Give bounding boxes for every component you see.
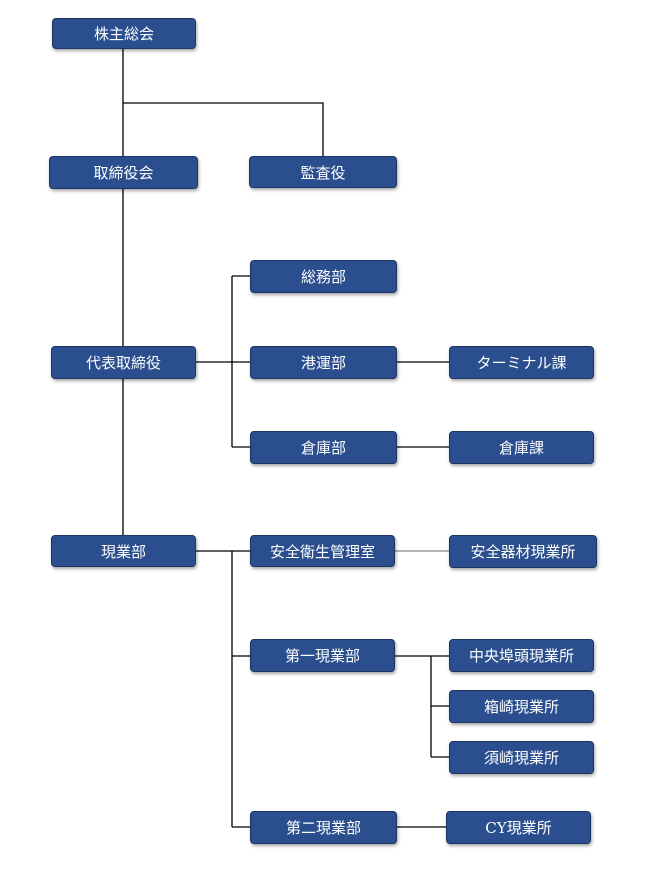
first-field-dept-label: 第一現業部 xyxy=(284,647,360,665)
field-operations-dept-box: 現業部 xyxy=(51,535,196,567)
safety-health-office-box: 安全衛生管理室 xyxy=(250,535,395,567)
port-transport-dept-label: 港運部 xyxy=(300,354,346,372)
suzaki-site-label: 須崎現業所 xyxy=(483,749,559,767)
second-field-dept-box: 第二現業部 xyxy=(250,811,397,844)
general-affairs-dept-label: 総務部 xyxy=(300,268,346,286)
representative-director-box: 代表取締役 xyxy=(51,346,196,379)
suzaki-site-box: 須崎現業所 xyxy=(449,741,594,774)
hakozaki-site-label: 箱崎現業所 xyxy=(483,698,559,716)
port-transport-dept-box: 港運部 xyxy=(250,346,397,379)
warehouse-dept-label: 倉庫部 xyxy=(300,439,346,457)
warehouse-section-box: 倉庫課 xyxy=(449,431,594,464)
hakozaki-site-box: 箱崎現業所 xyxy=(449,690,594,723)
safety-equipment-site-label: 安全器材現業所 xyxy=(470,543,576,561)
second-field-dept-label: 第二現業部 xyxy=(285,819,361,837)
chuo-wharf-site-box: 中央埠頭現業所 xyxy=(449,639,594,672)
cy-site-box: CY現業所 xyxy=(446,811,591,844)
chuo-wharf-site-label: 中央埠頭現業所 xyxy=(468,647,574,665)
field-operations-dept-label: 現業部 xyxy=(100,542,146,561)
terminal-section-label: ターミナル課 xyxy=(476,354,567,372)
auditor-label: 監査役 xyxy=(300,163,346,182)
board-of-directors-box: 取締役会 xyxy=(49,156,198,189)
shareholders-meeting-label: 株主総会 xyxy=(93,25,154,43)
auditor-box: 監査役 xyxy=(249,156,397,188)
board-of-directors-label: 取締役会 xyxy=(93,164,154,182)
terminal-section-box: ターミナル課 xyxy=(449,346,594,379)
general-affairs-dept-box: 総務部 xyxy=(250,260,397,293)
cy-site-label: CY現業所 xyxy=(485,819,552,837)
safety-equipment-site-box: 安全器材現業所 xyxy=(449,535,597,568)
warehouse-section-label: 倉庫課 xyxy=(498,439,544,457)
first-field-dept-box: 第一現業部 xyxy=(250,639,395,672)
representative-director-label: 代表取締役 xyxy=(85,354,161,372)
shareholders-meeting-box: 株主総会 xyxy=(52,18,196,49)
warehouse-dept-box: 倉庫部 xyxy=(250,431,397,464)
safety-health-office-label: 安全衛生管理室 xyxy=(269,542,375,561)
